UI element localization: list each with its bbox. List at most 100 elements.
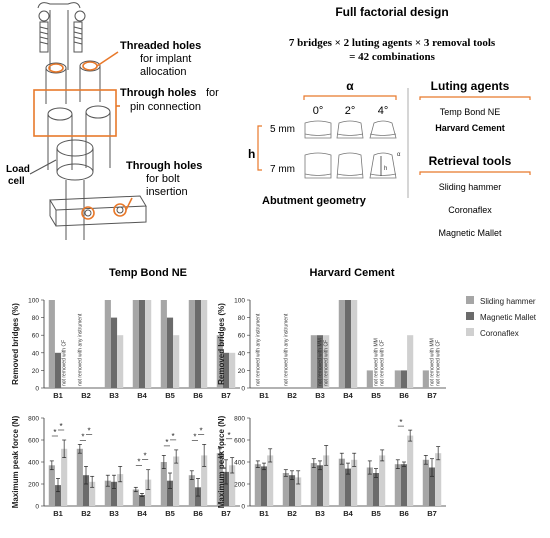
legend-label: Coronaflex — [480, 329, 519, 338]
y-tick-label: 0 — [35, 386, 39, 393]
bolt-hole-left — [84, 209, 92, 217]
bar — [201, 455, 208, 506]
x-tick-label: B4 — [343, 509, 353, 518]
y-axis-label: Maximum peak force (N) — [11, 415, 20, 508]
bar-annotation: not removed with MM — [374, 338, 380, 386]
bar — [222, 471, 230, 506]
bar-annotation: not removed with CF — [324, 340, 330, 386]
y-axis-label: Removed bridges (%) — [11, 303, 20, 385]
y-tick-label: 800 — [234, 416, 245, 423]
significance-star: * — [144, 452, 147, 461]
x-tick-label: B7 — [427, 391, 437, 400]
x-tick-label: B5 — [165, 509, 175, 518]
bar — [379, 455, 386, 506]
bar — [89, 481, 96, 506]
load-cell-leader — [29, 159, 57, 175]
significance-star: * — [228, 431, 231, 440]
threaded-holes-sub: for implant — [140, 53, 191, 65]
bar — [160, 462, 167, 506]
bar — [216, 453, 223, 506]
abutment-margin — [304, 133, 332, 136]
bolt-hole-right — [116, 206, 124, 214]
retrieval-item-0: Sliding hammer — [439, 182, 502, 192]
bar — [310, 463, 317, 506]
angle-1: 2° — [345, 105, 356, 117]
retrieval-bracket — [419, 171, 531, 175]
bar-annotation: not removed with MM — [430, 338, 436, 386]
abutment-grid: hα — [304, 120, 401, 179]
height-bracket — [257, 125, 262, 171]
bar — [132, 300, 139, 388]
x-tick-label: B2 — [81, 391, 91, 400]
bar — [54, 485, 62, 506]
abutment-margin — [336, 133, 364, 136]
bar — [366, 370, 373, 388]
bar — [166, 317, 174, 388]
screw-threads — [39, 26, 83, 45]
y-tick-label: 80 — [238, 315, 246, 322]
bar — [407, 435, 414, 506]
bar — [145, 479, 152, 506]
abutment-shape — [336, 120, 364, 139]
y-tick-label: 400 — [28, 460, 39, 467]
bar — [138, 495, 146, 506]
x-tick-label: B1 — [53, 509, 63, 518]
significance-star: * — [137, 458, 140, 467]
middle-cylinder-top-left — [47, 107, 73, 121]
x-tick-label: B4 — [137, 509, 147, 518]
bar — [366, 467, 373, 506]
y-tick-label: 200 — [28, 482, 39, 489]
bolt-holes-title: Through holes — [126, 160, 202, 172]
significance-star: * — [88, 426, 91, 435]
bolt-leader — [125, 197, 133, 211]
significance-star: * — [399, 418, 402, 427]
pin-holes-box — [33, 89, 117, 137]
angle-0: 0° — [313, 105, 324, 117]
x-tick-label: B5 — [371, 509, 381, 518]
bar — [254, 464, 261, 506]
x-tick-label: B3 — [315, 509, 325, 518]
chart-title-temp-bond: Temp Bond NE — [109, 267, 187, 279]
x-tick-label: B1 — [53, 391, 63, 400]
bar — [344, 468, 352, 506]
bar — [394, 464, 401, 506]
significance-star: * — [200, 426, 203, 435]
abutment-shape — [369, 152, 397, 179]
bar — [138, 300, 146, 388]
bar-annotation: not removed with any instrument — [283, 313, 289, 386]
bar — [428, 467, 436, 506]
bar — [188, 475, 195, 506]
significance-star: * — [193, 432, 196, 441]
bar — [435, 453, 442, 506]
x-tick-label: B3 — [315, 391, 325, 400]
y-tick-label: 80 — [32, 315, 40, 322]
bar — [173, 456, 180, 506]
alpha-bracket — [303, 95, 397, 100]
bar — [372, 473, 380, 506]
y-tick-label: 800 — [28, 416, 39, 423]
bolt-holes-sub2: insertion — [146, 186, 188, 198]
y-tick-label: 20 — [238, 368, 246, 375]
design-formula-line2: = 42 combinations — [349, 51, 435, 63]
bar — [104, 480, 111, 506]
bar — [407, 335, 414, 388]
threaded-leader — [96, 51, 119, 67]
y-tick-label: 40 — [238, 350, 246, 357]
bar — [288, 475, 296, 506]
bar-annotation: not removed with any instrument — [255, 313, 261, 386]
y-tick-label: 0 — [35, 504, 39, 511]
bar — [422, 370, 429, 388]
significance-star: * — [221, 437, 224, 446]
retrieval-item-2: Magnetic Mallet — [438, 228, 502, 238]
legend-label: Magnetic Mallet — [480, 313, 537, 322]
abutment-shape — [336, 152, 364, 179]
bar — [132, 489, 139, 506]
bar — [173, 335, 180, 388]
pin-holes-title: Through holes — [120, 87, 196, 99]
bar — [160, 300, 167, 388]
y-tick-label: 600 — [28, 438, 39, 445]
chart-title-harvard: Harvard Cement — [310, 267, 395, 279]
